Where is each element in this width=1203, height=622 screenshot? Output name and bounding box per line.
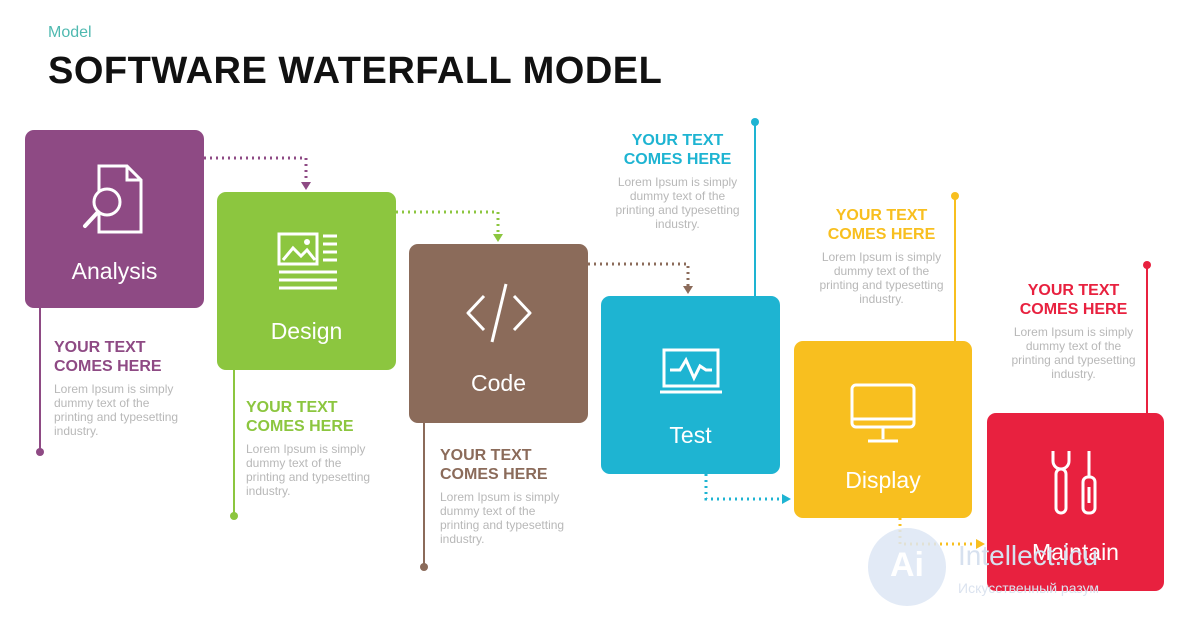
step-test-card: Test xyxy=(601,296,780,474)
step-code-card: Code xyxy=(409,244,588,423)
step-label: Analysis xyxy=(71,258,158,284)
wrench-screwdriver-icon xyxy=(1051,451,1097,515)
note-title-line2: COMES HERE xyxy=(246,418,354,435)
note-title-line2: COMES HERE xyxy=(54,358,162,375)
note-body: Lorem Ipsum is simply dummy text of the … xyxy=(440,490,565,546)
layout-icon xyxy=(277,232,337,290)
step-display-card: Display xyxy=(794,341,972,518)
watermark-logo-text: Ai xyxy=(890,546,924,584)
note-title-line2: COMES HERE xyxy=(440,466,548,483)
note-title-line2: COMES HERE xyxy=(827,226,936,243)
note-title-line1: YOUR TEXT xyxy=(1027,282,1120,299)
note-code: YOUR TEXT COMES HERE Lorem Ipsum is simpl… xyxy=(440,446,590,546)
note-title-line1: YOUR TEXT xyxy=(631,132,724,149)
step-label: Design xyxy=(270,318,343,344)
step-label: Maintain xyxy=(1032,539,1119,565)
step-design-card: Design xyxy=(217,192,396,370)
note-body: Lorem Ipsum is simply dummy text of the … xyxy=(246,442,371,498)
note-title-line2: COMES HERE xyxy=(623,151,732,168)
step-label: Code xyxy=(471,370,526,396)
note-analysis: YOUR TEXT COMES HERE Lorem Ipsum is simpl… xyxy=(54,338,204,438)
note-test: YOUR TEXT COMES HERE Lorem Ipsum is simpl… xyxy=(610,131,745,231)
note-title-line1: YOUR TEXT xyxy=(246,399,338,416)
note-design: YOUR TEXT COMES HERE Lorem Ipsum is simpl… xyxy=(246,398,396,498)
note-body: Lorem Ipsum is simply dummy text of the … xyxy=(819,250,944,306)
note-body: Lorem Ipsum is simply dummy text of the … xyxy=(1011,325,1136,381)
note-title-line1: YOUR TEXT xyxy=(54,339,146,356)
step-analysis-card: Analysis xyxy=(25,130,204,308)
step-maintain-card: Maintain xyxy=(987,413,1164,591)
slide-subtitle: Model xyxy=(48,24,92,41)
document-search-icon xyxy=(83,164,143,234)
monitor-chart-icon xyxy=(660,348,722,394)
note-title-line1: YOUR TEXT xyxy=(440,447,532,464)
note-body: Lorem Ipsum is simply dummy text of the … xyxy=(54,382,179,438)
code-brackets-icon xyxy=(466,283,532,343)
note-display: YOUR TEXT COMES HERE Lorem Ipsum is simpl… xyxy=(814,206,949,306)
watermark-text: Intellect.icu xyxy=(958,540,1099,571)
slide-title: SOFTWARE WATERFALL MODEL xyxy=(48,50,663,92)
desktop-monitor-icon xyxy=(850,383,916,443)
watermark-logo: Ai xyxy=(868,528,946,606)
watermark-subtext: Искусственный разум xyxy=(958,580,1100,596)
note-body: Lorem Ipsum is simply dummy text of the … xyxy=(615,175,740,231)
note-maintain: YOUR TEXT COMES HERE Lorem Ipsum is simpl… xyxy=(1006,281,1141,381)
note-title-line2: COMES HERE xyxy=(1019,301,1128,318)
step-label: Test xyxy=(669,422,712,448)
note-title-line1: YOUR TEXT xyxy=(835,207,928,224)
step-label: Display xyxy=(845,467,921,493)
